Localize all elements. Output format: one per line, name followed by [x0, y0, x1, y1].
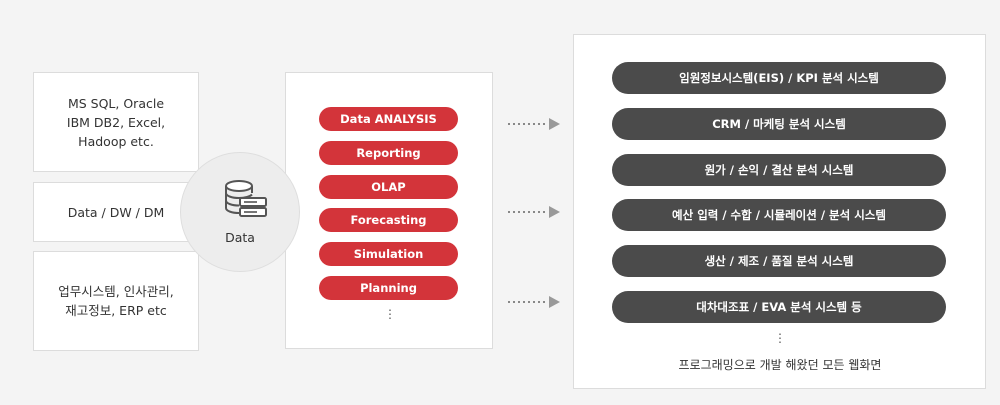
systems-footnote: 프로그래밍으로 개발 해왔던 모든 웹화면: [678, 358, 882, 372]
systems-more-dots: ⋮: [774, 331, 786, 345]
source-box-business-systems: 업무시스템, 인사관리, 재고정보, ERP etc: [33, 251, 199, 351]
source-box-warehouse: Data / DW / DM: [33, 182, 199, 242]
system-item-budget: 예산 입력 / 수합 / 시뮬레이션 / 분석 시스템: [612, 199, 946, 231]
analysis-item-forecasting: Forecasting: [319, 208, 458, 232]
arrow-icon: [508, 206, 560, 218]
source-box-databases: MS SQL, Oracle IBM DB2, Excel, Hadoop et…: [33, 72, 199, 172]
system-item-eis-kpi: 임원정보시스템(EIS) / KPI 분석 시스템: [612, 62, 946, 94]
system-item-cost-pl: 원가 / 손익 / 결산 분석 시스템: [612, 154, 946, 186]
data-hub: Data: [180, 152, 300, 272]
analysis-item-data-analysis: Data ANALYSIS: [319, 107, 458, 131]
system-item-balance-sheet: 대차대조표 / EVA 분석 시스템 등: [612, 291, 946, 323]
database-server-icon: [225, 180, 267, 217]
system-item-production: 생산 / 제조 / 품질 분석 시스템: [612, 245, 946, 277]
analysis-item-simulation: Simulation: [319, 242, 458, 266]
analysis-item-planning: Planning: [319, 276, 458, 300]
arrow-icon: [508, 118, 560, 130]
system-item-crm: CRM / 마케팅 분석 시스템: [612, 108, 946, 140]
hub-label: Data: [225, 230, 255, 245]
analysis-item-olap: OLAP: [319, 175, 458, 199]
analysis-item-reporting: Reporting: [319, 141, 458, 165]
analysis-more-dots: ⋮: [384, 307, 396, 321]
arrow-icon: [508, 296, 560, 308]
